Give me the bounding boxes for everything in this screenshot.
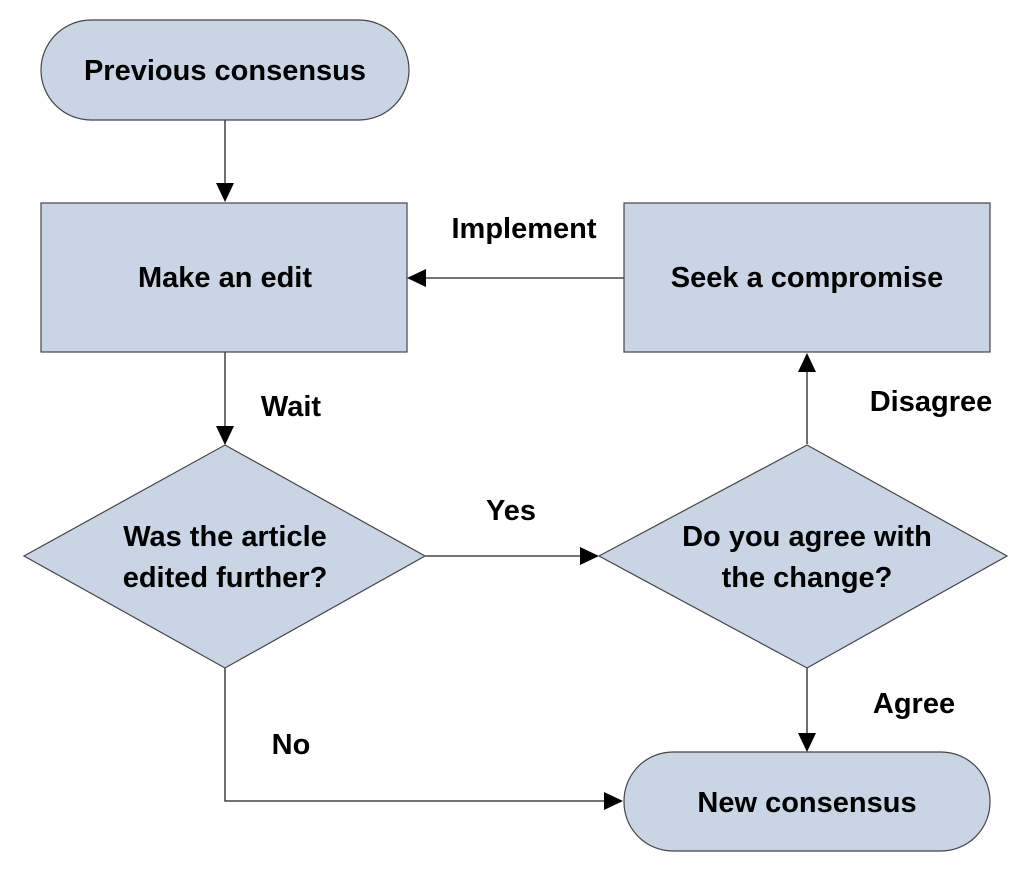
edge-label-disagree: Disagree — [870, 386, 993, 418]
label-was-edited-line2: edited further? — [123, 562, 328, 594]
arrowhead-yes — [580, 547, 599, 565]
arrowhead-implement — [407, 269, 426, 287]
label-previous-consensus: Previous consensus — [84, 55, 366, 87]
arrowhead-disagree — [798, 353, 816, 372]
node-seek-compromise — [623, 202, 991, 353]
arrowhead-start-to-edit — [216, 183, 234, 202]
edge-no — [224, 668, 606, 802]
node-was-edited-decision — [22, 444, 427, 669]
arrowhead-no — [604, 792, 623, 810]
edge-label-no: No — [272, 729, 311, 761]
edge-label-wait: Wait — [261, 391, 321, 423]
node-do-you-agree-decision — [597, 444, 1009, 669]
node-previous-consensus — [40, 19, 410, 121]
node-make-edit — [40, 202, 408, 353]
label-do-you-agree-line2: the change? — [722, 562, 893, 594]
arrowhead-agree — [798, 733, 816, 752]
label-new-consensus: New consensus — [697, 787, 916, 819]
label-was-edited-line1: Was the article — [123, 521, 327, 553]
edge-label-implement: Implement — [451, 213, 596, 245]
node-new-consensus — [623, 751, 991, 852]
edge-label-yes: Yes — [486, 495, 536, 527]
arrowhead-edit-to-decision — [216, 426, 234, 445]
label-seek-compromise: Seek a compromise — [671, 262, 943, 294]
edge-label-agree: Agree — [873, 688, 955, 720]
label-make-edit: Make an edit — [138, 262, 312, 294]
label-do-you-agree-line1: Do you agree with — [682, 521, 932, 553]
